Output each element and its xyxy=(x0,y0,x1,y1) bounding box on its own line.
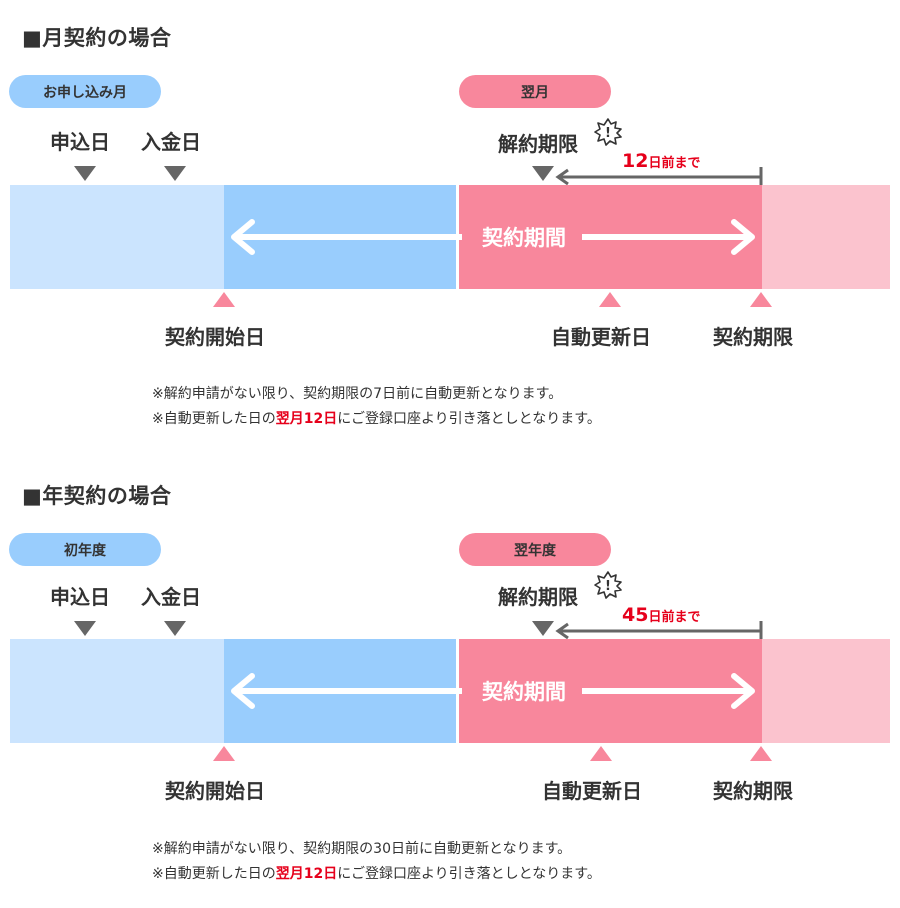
contract-start-label: 契約開始日 xyxy=(165,325,265,349)
application-date-marker-icon xyxy=(74,166,96,181)
contract-end-marker-icon xyxy=(750,746,772,761)
note-withdrawal-prefix: ※自動更新した日の xyxy=(152,411,276,427)
svg-text:!: ! xyxy=(605,579,611,594)
cancel-deadline-marker-icon xyxy=(532,621,554,636)
application-month-pill: お申し込み月 xyxy=(9,75,161,108)
cancel-deadline-label: 解約期限 xyxy=(498,132,578,156)
after-period-bar xyxy=(762,185,890,289)
note-withdrawal: ※自動更新した日の翌月12日にご登録口座より引き落としとなります。 xyxy=(152,409,601,429)
note-withdrawal-highlight: 翌月12日 xyxy=(275,411,338,427)
application-month-bar xyxy=(10,185,224,289)
cancel-deadline-label: 解約期限 xyxy=(498,585,578,609)
auto-renew-label: 自動更新日 xyxy=(551,325,651,349)
contract-start-marker-icon xyxy=(213,746,235,761)
period-double-arrow-icon xyxy=(231,673,755,709)
period-double-arrow-icon xyxy=(231,219,755,255)
first-year-pill: 初年度 xyxy=(9,533,161,566)
warning-icon: ! xyxy=(594,571,622,599)
first-year-bar xyxy=(10,639,224,743)
days-before-bracket-icon xyxy=(555,621,763,640)
contract-start-marker-icon xyxy=(213,292,235,307)
contract-end-label: 契約期限 xyxy=(713,779,793,803)
payment-date-label: 入金日 xyxy=(141,130,201,154)
section-heading: ■月契約の場合 xyxy=(22,26,172,50)
days-before-number: 45 xyxy=(622,604,649,626)
note-withdrawal: ※自動更新した日の翌月12日にご登録口座より引き落としとなります。 xyxy=(152,864,601,884)
contract-end-marker-icon xyxy=(750,292,772,307)
section-heading: ■年契約の場合 xyxy=(22,484,172,508)
next-year-pill: 翌年度 xyxy=(459,533,611,566)
days-before-unit: 日前まで xyxy=(648,610,701,625)
note-withdrawal-suffix: にご登録口座より引き落としとなります。 xyxy=(337,411,601,427)
payment-date-marker-icon xyxy=(164,621,186,636)
application-date-label: 申込日 xyxy=(50,585,110,609)
warning-icon: ! xyxy=(594,118,622,146)
note-withdrawal-highlight: 翌月12日 xyxy=(275,866,338,882)
days-before-number: 12 xyxy=(622,150,649,172)
svg-text:!: ! xyxy=(605,126,611,141)
after-period-bar xyxy=(762,639,890,743)
contract-period-label: 契約期間 xyxy=(482,680,566,704)
auto-renew-label: 自動更新日 xyxy=(542,779,642,803)
days-before-label: 12日前まで xyxy=(622,150,700,175)
next-month-pill: 翌月 xyxy=(459,75,611,108)
note-withdrawal-prefix: ※自動更新した日の xyxy=(152,866,276,882)
auto-renew-marker-icon xyxy=(599,292,621,307)
yearly-contract-section: ■年契約の場合 初年度 翌年度 申込日 入金日 解約期限 ! 45日前まで 契約… xyxy=(0,458,900,908)
days-before-unit: 日前まで xyxy=(648,156,701,171)
note-auto-renew: ※解約申請がない限り、契約期限の30日前に自動更新となります。 xyxy=(152,841,572,857)
note-withdrawal-suffix: にご登録口座より引き落としとなります。 xyxy=(337,866,601,882)
note-auto-renew: ※解約申請がない限り、契約期限の7日前に自動更新となります。 xyxy=(152,386,563,402)
days-before-bracket-icon xyxy=(555,167,763,186)
contract-start-label: 契約開始日 xyxy=(165,779,265,803)
payment-date-label: 入金日 xyxy=(141,585,201,609)
monthly-contract-section: ■月契約の場合 お申し込み月 翌月 申込日 入金日 解約期限 ! 12日前まで … xyxy=(0,0,900,450)
contract-end-label: 契約期限 xyxy=(713,325,793,349)
application-date-label: 申込日 xyxy=(50,130,110,154)
auto-renew-marker-icon xyxy=(590,746,612,761)
contract-period-label: 契約期間 xyxy=(482,226,566,250)
days-before-label: 45日前まで xyxy=(622,604,700,629)
cancel-deadline-marker-icon xyxy=(532,166,554,181)
payment-date-marker-icon xyxy=(164,166,186,181)
application-date-marker-icon xyxy=(74,621,96,636)
